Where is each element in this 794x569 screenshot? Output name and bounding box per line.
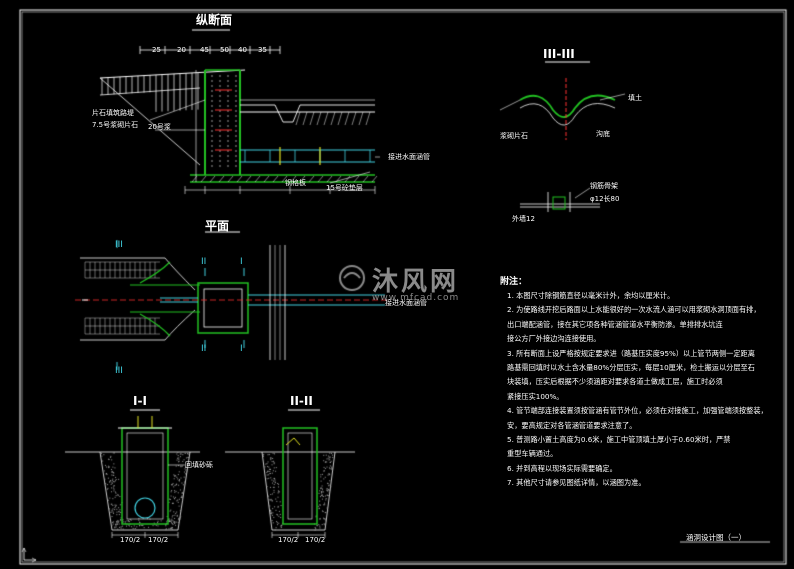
marker-i-top: I [240, 258, 243, 267]
section-view-title: 纵断面 [196, 14, 232, 26]
label-drain-ditch: 沟底 [596, 131, 610, 138]
note-line: 2. 为使路线开挖后路面以上水能很好的一次水流人涵可以用浆砌水洞顶面有排， [507, 306, 761, 313]
note-line: 路基需回填时以水土含水量80%分层压实，每层10厘米，检土搬运以分层至石 [507, 364, 755, 371]
note-line: 重型车辆通过。 [507, 450, 557, 457]
watermark-url: www.mfcad.com [372, 293, 459, 303]
marker-ii-bottom: II [201, 345, 206, 354]
dim-bottom-3: 170/2 [278, 537, 298, 544]
label-layer15: 15号砼垫层 [326, 185, 363, 192]
label-backfill: 回填砂砾 [185, 462, 213, 469]
dim-top-2: 20 [177, 47, 186, 54]
label-slope-protect: 7.5号浆砌片石 [92, 122, 138, 129]
dim-top-4: 50 [220, 47, 229, 54]
label-stone-left: 浆砌片石 [500, 133, 528, 140]
note-line: 6. 并到高程以现场实际需要确定。 [507, 465, 617, 472]
marker-ii-top: II [201, 258, 206, 267]
dim-top-6: 35 [258, 47, 267, 54]
dim-bottom-1: 170/2 [120, 537, 140, 544]
label-fill-stone: 片石填筑路堤 [92, 110, 134, 117]
title-block-label: 涵洞设计图（一） [686, 534, 746, 542]
dim-bottom-2: 170/2 [148, 537, 168, 544]
marker-iii-bottom: III [115, 367, 123, 376]
label-grate: 钢格板 [285, 180, 306, 187]
label-pipe-1: 接进水面涵管 [388, 154, 430, 161]
note-line: 3. 所有断面上设严格按规定要求进（路基压实度95%）以上管节两侧一定距离 [507, 350, 755, 357]
notes-title: 附注： [500, 278, 527, 287]
note-line: 5. 普测路小置土高度为0.6米，施工中管顶填土厚小于0.60米时，严禁 [507, 436, 730, 443]
note-line: 安，要高规定对各管涵管道要求注意了。 [507, 422, 636, 429]
label-mortar: 20号浆 [148, 124, 171, 131]
view1-title: I-I [133, 395, 147, 407]
label-outer-wall: 外墙12 [512, 216, 535, 223]
dim-top-1: 25 [152, 47, 161, 54]
label-bar-spec: φ12长80 [590, 196, 619, 203]
marker-i-bottom: I [240, 345, 243, 354]
label-soil: 填土 [628, 95, 642, 102]
dim-bottom-4: 170/2 [305, 537, 325, 544]
dim-top-3: 45 [200, 47, 209, 54]
note-line: 接公方厂外接边沟连接使用。 [507, 335, 600, 342]
note-line: 7. 其他尺寸请参见图纸详情，以涵图为准。 [507, 479, 646, 486]
view3-title: III-III [543, 48, 575, 60]
note-line: 出口端配涵管，接在其它项各种管涵管道水平衡防渗。单排排水坑连 [507, 321, 723, 328]
note-line: 块装填，压实后根据不少须涵距对要求各道土做成工层，施工时必须 [507, 378, 723, 385]
note-line: 4. 管节端部连接装置须按管涵有管节外位，必须在对接施工，加强管端须按整装， [507, 407, 768, 414]
marker-iii-top: III [115, 241, 123, 250]
note-line: 紧接压实100%。 [507, 393, 564, 400]
plan-view-title: 平面 [205, 220, 229, 232]
label-bar: 钢筋骨架 [590, 183, 618, 190]
view2-title: II-II [290, 395, 313, 407]
dim-top-5: 40 [238, 47, 247, 54]
note-line: 1. 本图尺寸除钢筋直径以毫米计外，余均以厘米计。 [507, 292, 674, 299]
